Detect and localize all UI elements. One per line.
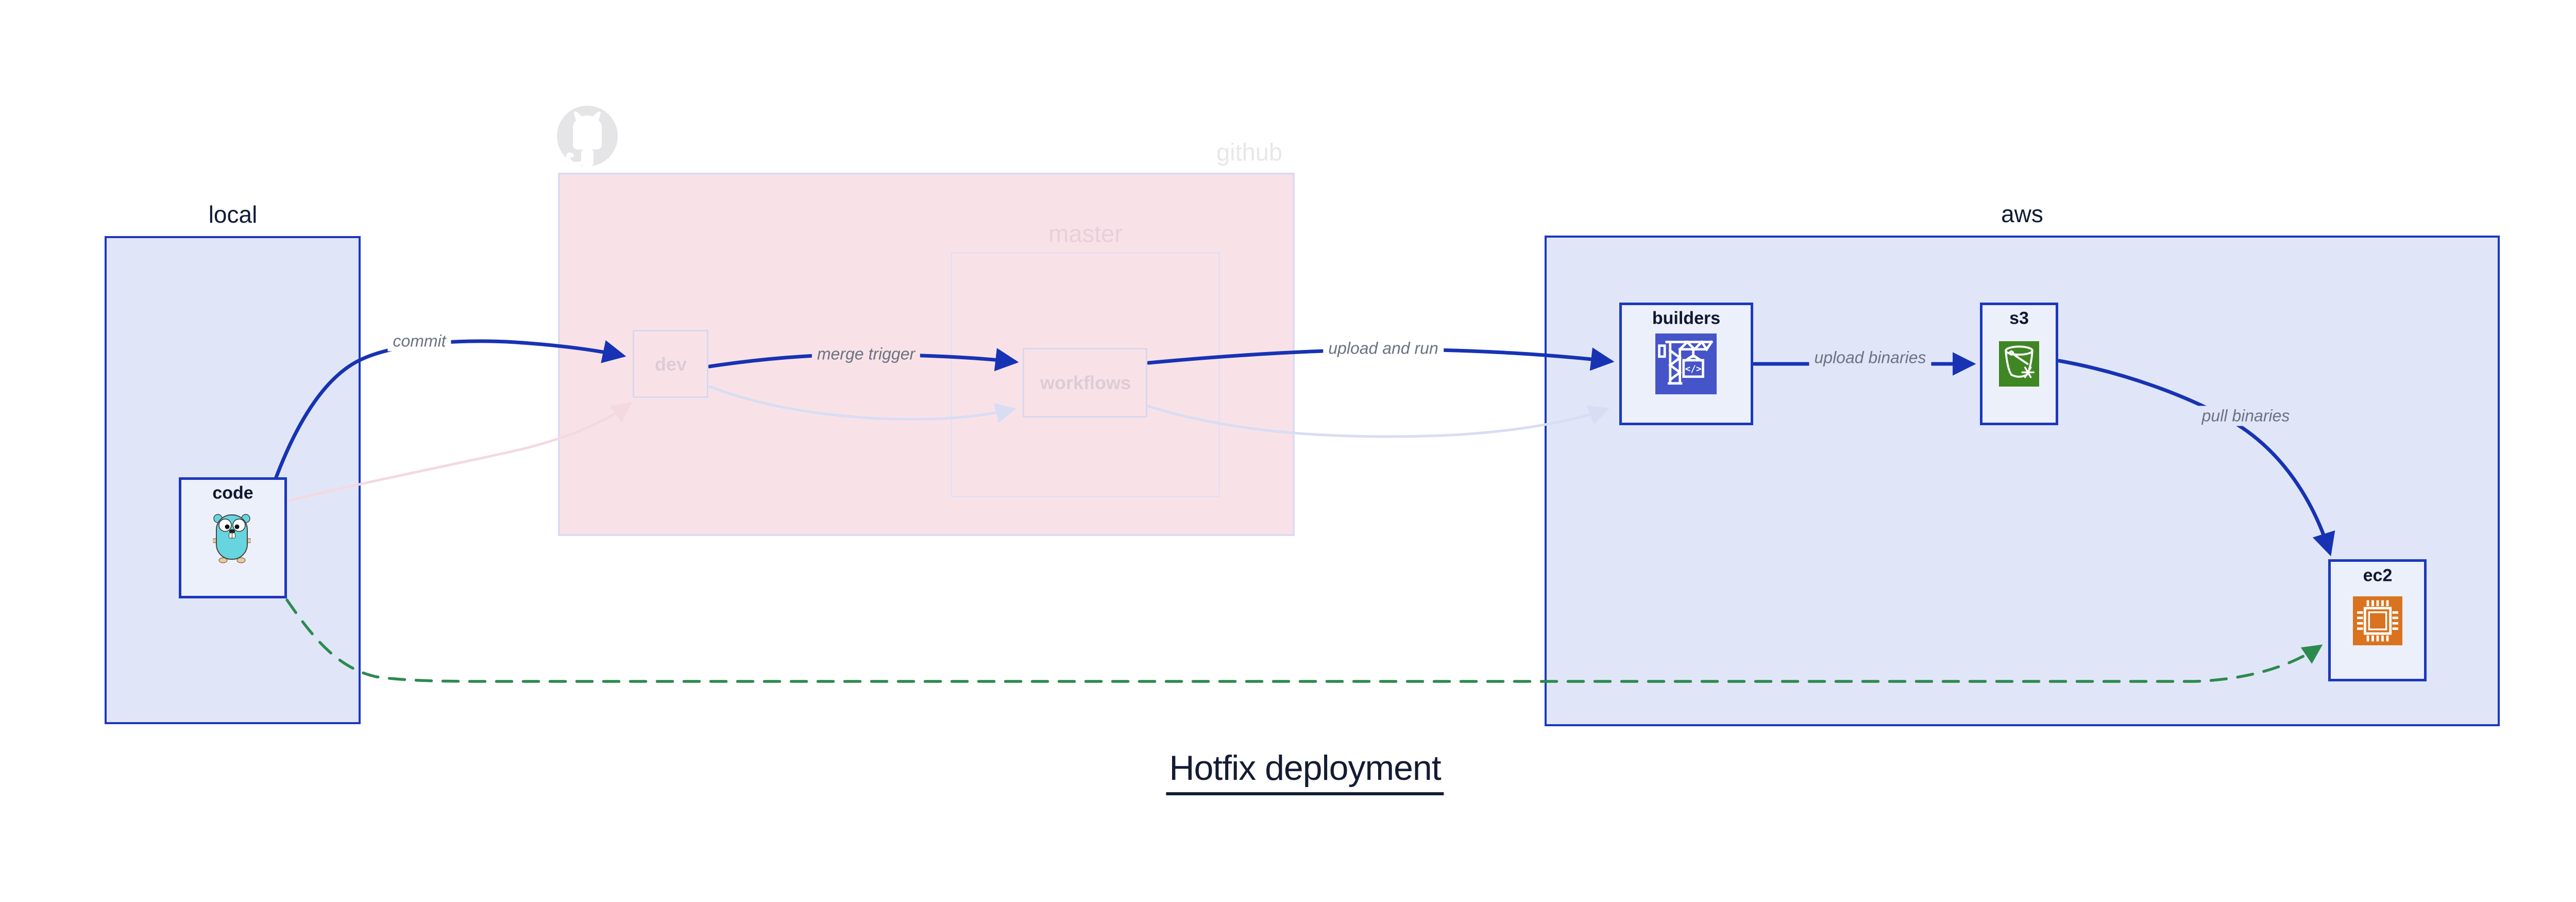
diagram-title: Hotfix deployment (1166, 748, 1444, 795)
github-octocat-icon (557, 106, 618, 167)
edge-pull-binaries (2057, 359, 2335, 557)
edge-workflows-to-builders-faded (1147, 405, 1610, 438)
codebuild-code-glyph: </> (1685, 364, 1702, 374)
ec2-node-label: ec2 (2363, 565, 2393, 586)
workflows-node (1023, 348, 1147, 417)
builders-node-label: builders (1652, 308, 1721, 328)
codebuild-crane-icon: </> (1655, 333, 1717, 394)
edge-label-upload-binaries: upload binaries (1809, 347, 1931, 368)
master-branch-label: master (1048, 220, 1123, 247)
edge-commit (274, 339, 626, 479)
edge-hotfix-direct (285, 598, 2323, 683)
edge-label-upload-and-run: upload and run (1323, 338, 1444, 359)
edge-label-merge-trigger: merge trigger (811, 344, 921, 364)
edge-label-commit: commit (387, 331, 451, 352)
github-region-label: github (1216, 138, 1283, 166)
local-region-label: local (208, 201, 258, 228)
dev-node-label: dev (654, 354, 687, 375)
master-branch-box (951, 252, 1220, 497)
s3-bucket-icon (1999, 341, 2039, 387)
edge-dev-to-workflows-faded (708, 385, 1016, 423)
aws-region-label: aws (2001, 201, 2043, 227)
edge-label-pull-binaries: pull binaries (2196, 406, 2295, 426)
ec2-chip-icon (2353, 596, 2402, 645)
workflows-node-label: workflows (1040, 372, 1131, 393)
dev-node (633, 330, 708, 398)
gopher-icon (213, 514, 251, 563)
edge-code-to-dev-faded (286, 402, 633, 503)
code-node-label: code (212, 483, 253, 503)
s3-node-label: s3 (2009, 308, 2029, 328)
